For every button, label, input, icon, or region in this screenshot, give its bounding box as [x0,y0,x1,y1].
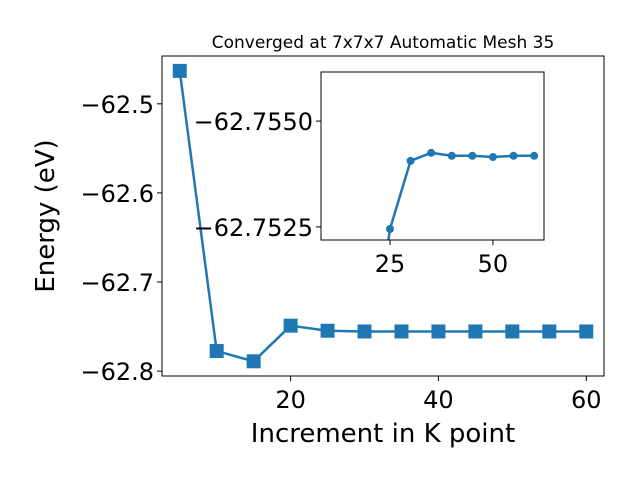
data-point-15 [246,354,261,369]
x-tick-label: 20 [275,386,306,414]
data-point-50 [505,324,520,339]
inset-point-25 [385,224,394,233]
y-tick-label: −62.8 [80,358,154,386]
inset-point-50 [488,153,497,162]
inset-x-tick-label: 25 [375,250,406,278]
inset-plot: 25 50 −62.7550 −62.7525 [194,71,545,379]
y-tick-label: −62.5 [80,91,154,119]
data-point-60 [579,324,594,339]
main-plot: 20 40 60 −62.5 −62.6 −62.7 −62.8 [80,55,605,414]
x-tick-label: 60 [571,386,602,414]
data-point-5 [172,63,187,78]
y-tick-label: −62.7 [80,269,154,297]
data-point-30 [357,324,372,339]
inset-y-tick-label: −62.7525 [194,214,313,242]
inset-y-tick-label: −62.7550 [194,108,313,136]
inset-point-45 [468,151,477,160]
inset-point-40 [447,151,456,160]
data-point-55 [542,324,557,339]
data-point-35 [394,324,409,339]
data-point-20 [283,318,298,333]
inset-point-30 [406,156,415,165]
x-axis-label: Increment in K point [251,419,515,449]
y-axis-label: Energy (eV) [31,139,61,292]
inset-point-60 [530,151,539,160]
inset-frame [320,71,545,241]
data-point-45 [468,324,483,339]
inset-x-tick-label: 50 [478,250,509,278]
y-tick-label: −62.6 [80,180,154,208]
chart-title: Converged at 7x7x7 Automatic Mesh 35 [212,33,555,53]
plot-frame [161,55,605,377]
data-point-40 [431,324,446,339]
x-tick-label: 40 [423,386,454,414]
data-point-10 [209,344,224,359]
inset-point-20 [365,371,373,379]
inset-point-55 [509,151,518,160]
inset-point-35 [427,148,436,157]
data-point-25 [320,323,335,338]
